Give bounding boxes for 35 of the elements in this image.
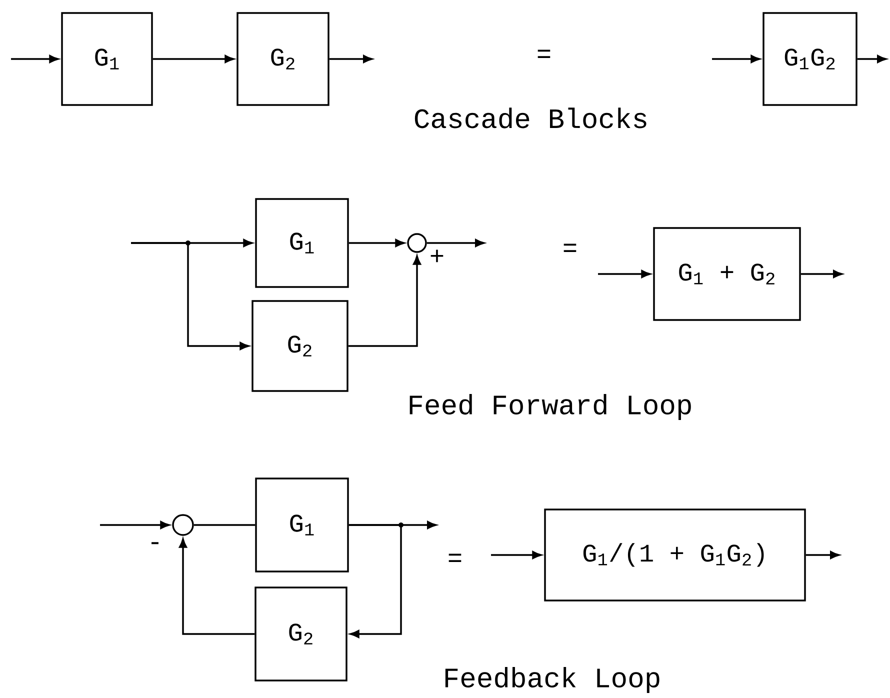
block-box: G$_{2}$ [236, 12, 330, 106]
equals-sign: = [538, 50, 550, 58]
arrow [329, 55, 372, 63]
arrow [712, 55, 760, 63]
arrow [491, 551, 542, 559]
summing-junction [172, 514, 194, 536]
caption: Cascade Blocks [414, 108, 646, 128]
block-box: G$_{1}$ + G$_{2}$ [653, 227, 801, 321]
caption: Feed Forward Loop [410, 394, 691, 420]
block-box: G$_{1}$G$_{2}$ [762, 12, 858, 106]
arrow [426, 239, 484, 247]
block-box: G$_{2}$ [252, 300, 348, 392]
sign-label: + [430, 250, 444, 262]
summing-junction [407, 233, 427, 253]
arrow [100, 521, 170, 529]
arrow [348, 255, 421, 347]
arrow [348, 239, 405, 247]
arrow [348, 524, 402, 638]
block-box: G$_{1}$ [61, 12, 153, 106]
block-box: G$_{1}$/(1 + G$_{1}$G$_{2}$) [544, 508, 806, 602]
equals-sign: = [564, 244, 576, 252]
arrow [152, 55, 234, 63]
equals-sign: = [448, 554, 462, 562]
caption: Feedback Loop [445, 666, 660, 694]
arrow [800, 270, 842, 278]
block-box: G$_{1}$ [255, 198, 349, 288]
arrow [598, 270, 651, 278]
arrow [806, 551, 840, 559]
sign-label: - [152, 542, 158, 544]
block-box: G$_{1}$ [255, 478, 349, 572]
arrow [179, 538, 255, 635]
block-box: G$_{2}$ [254, 586, 348, 682]
arrow [11, 55, 59, 63]
arrow [857, 55, 886, 63]
arrow [131, 242, 250, 350]
